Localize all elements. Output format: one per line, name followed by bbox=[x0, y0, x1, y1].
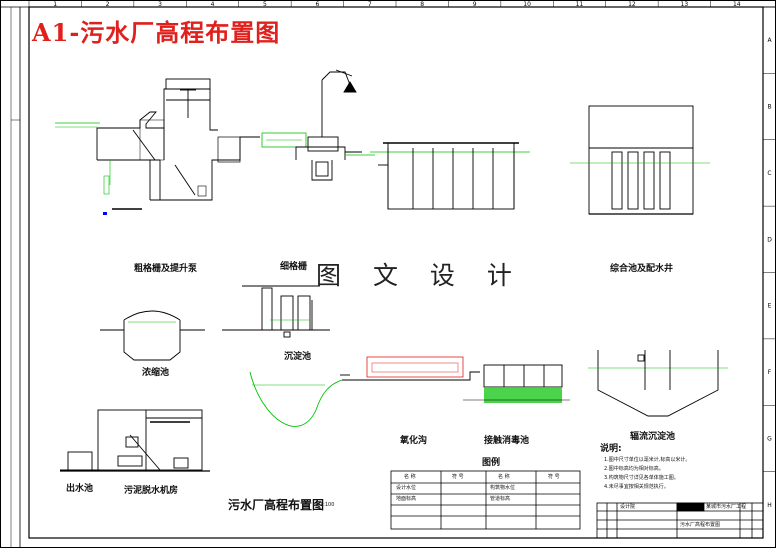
title-block-drawing: 污水厂高程布置图 bbox=[680, 522, 721, 528]
row-letter: F bbox=[768, 369, 772, 376]
row-letter: B bbox=[767, 104, 771, 111]
reservoir-structure bbox=[100, 310, 205, 361]
filter-structure bbox=[222, 285, 330, 338]
column-number: 14 bbox=[733, 1, 741, 8]
title-block-project: 某城市污水厂工程 bbox=[706, 504, 747, 510]
row-letter: E bbox=[768, 303, 772, 310]
column-number: 5 bbox=[263, 1, 267, 8]
drawing-title: 污水厂高程布置图 bbox=[228, 498, 325, 512]
column-number: 6 bbox=[315, 1, 319, 8]
row-letter: G bbox=[767, 435, 772, 442]
label-grit: 细格栅 bbox=[280, 262, 308, 272]
label-oxidation: 氧化沟 bbox=[400, 436, 428, 446]
inlet-pump-structure bbox=[55, 78, 260, 215]
table-header-2: 符 号 bbox=[452, 474, 464, 480]
title-block-company: 设计院 bbox=[620, 504, 636, 510]
note-2: 2.图中标高均为相对标高。 bbox=[604, 466, 664, 472]
column-number: 8 bbox=[420, 1, 424, 8]
title-block bbox=[596, 502, 764, 539]
table-header-1: 名 称 bbox=[404, 474, 416, 480]
note-1: 1.图中尺寸单位以毫米计,标高以米计。 bbox=[604, 457, 691, 463]
label-settle: 浓缩池 bbox=[142, 368, 170, 378]
sbr-structure bbox=[370, 142, 530, 210]
table-header-4: 符 号 bbox=[548, 474, 560, 480]
row-letter: C bbox=[767, 170, 771, 177]
notes-title: 说明: bbox=[600, 444, 622, 454]
row-letter: H bbox=[767, 502, 772, 509]
table-caption: 图例 bbox=[482, 458, 501, 468]
column-number: 1 bbox=[53, 1, 57, 8]
column-number: 11 bbox=[576, 1, 584, 8]
clarifier-structure bbox=[588, 350, 728, 417]
building-structure bbox=[570, 105, 710, 215]
column-number: 12 bbox=[628, 1, 636, 8]
table-cell-r1c1: 设计水位 bbox=[396, 485, 417, 491]
column-number: 9 bbox=[473, 1, 477, 8]
left-margin bbox=[10, 7, 21, 548]
grit-structure bbox=[261, 69, 375, 181]
oxidation-profile bbox=[249, 356, 570, 427]
table-header-3: 名 称 bbox=[498, 474, 510, 480]
label-sludge-house: 污泥脱水机房 bbox=[124, 486, 179, 496]
sludge-house-structure bbox=[60, 409, 210, 472]
row-letter: A bbox=[767, 37, 772, 44]
table-cell-r2c3: 管道标高 bbox=[490, 496, 511, 502]
column-number: 2 bbox=[106, 1, 110, 8]
label-inlet-pump: 粗格栅及提升泵 bbox=[134, 264, 198, 274]
column-number: 4 bbox=[211, 1, 215, 8]
row-ruler: A B C D E F G H bbox=[763, 6, 776, 509]
row-letter: D bbox=[767, 236, 772, 243]
note-3: 3.构筑物尺寸详见各单体施工图。 bbox=[604, 475, 679, 481]
label-sbr: 综合池及配水井 bbox=[610, 264, 674, 274]
column-number: 10 bbox=[523, 1, 531, 8]
label-outlet: 出水池 bbox=[66, 484, 94, 494]
note-4: 4.未尽事宜按相关规范执行。 bbox=[604, 484, 669, 490]
label-filter: 沉淀池 bbox=[284, 352, 312, 362]
legend-table bbox=[390, 470, 581, 530]
column-number: 7 bbox=[368, 1, 372, 8]
label-contact: 接触消毒池 bbox=[484, 436, 530, 446]
drawing-scale: 1:100 bbox=[320, 502, 335, 508]
column-number: 13 bbox=[681, 1, 689, 8]
label-thickener: 辐流沉淀池 bbox=[630, 432, 676, 442]
table-cell-r2c1: 地面标高 bbox=[396, 496, 417, 502]
watermark-text: 图 文 设 计 bbox=[316, 261, 524, 290]
sheet-title: A1-污水厂高程布置图 bbox=[32, 18, 281, 47]
column-number: 3 bbox=[158, 1, 162, 8]
table-cell-r1c3: 构筑物水位 bbox=[490, 485, 516, 491]
